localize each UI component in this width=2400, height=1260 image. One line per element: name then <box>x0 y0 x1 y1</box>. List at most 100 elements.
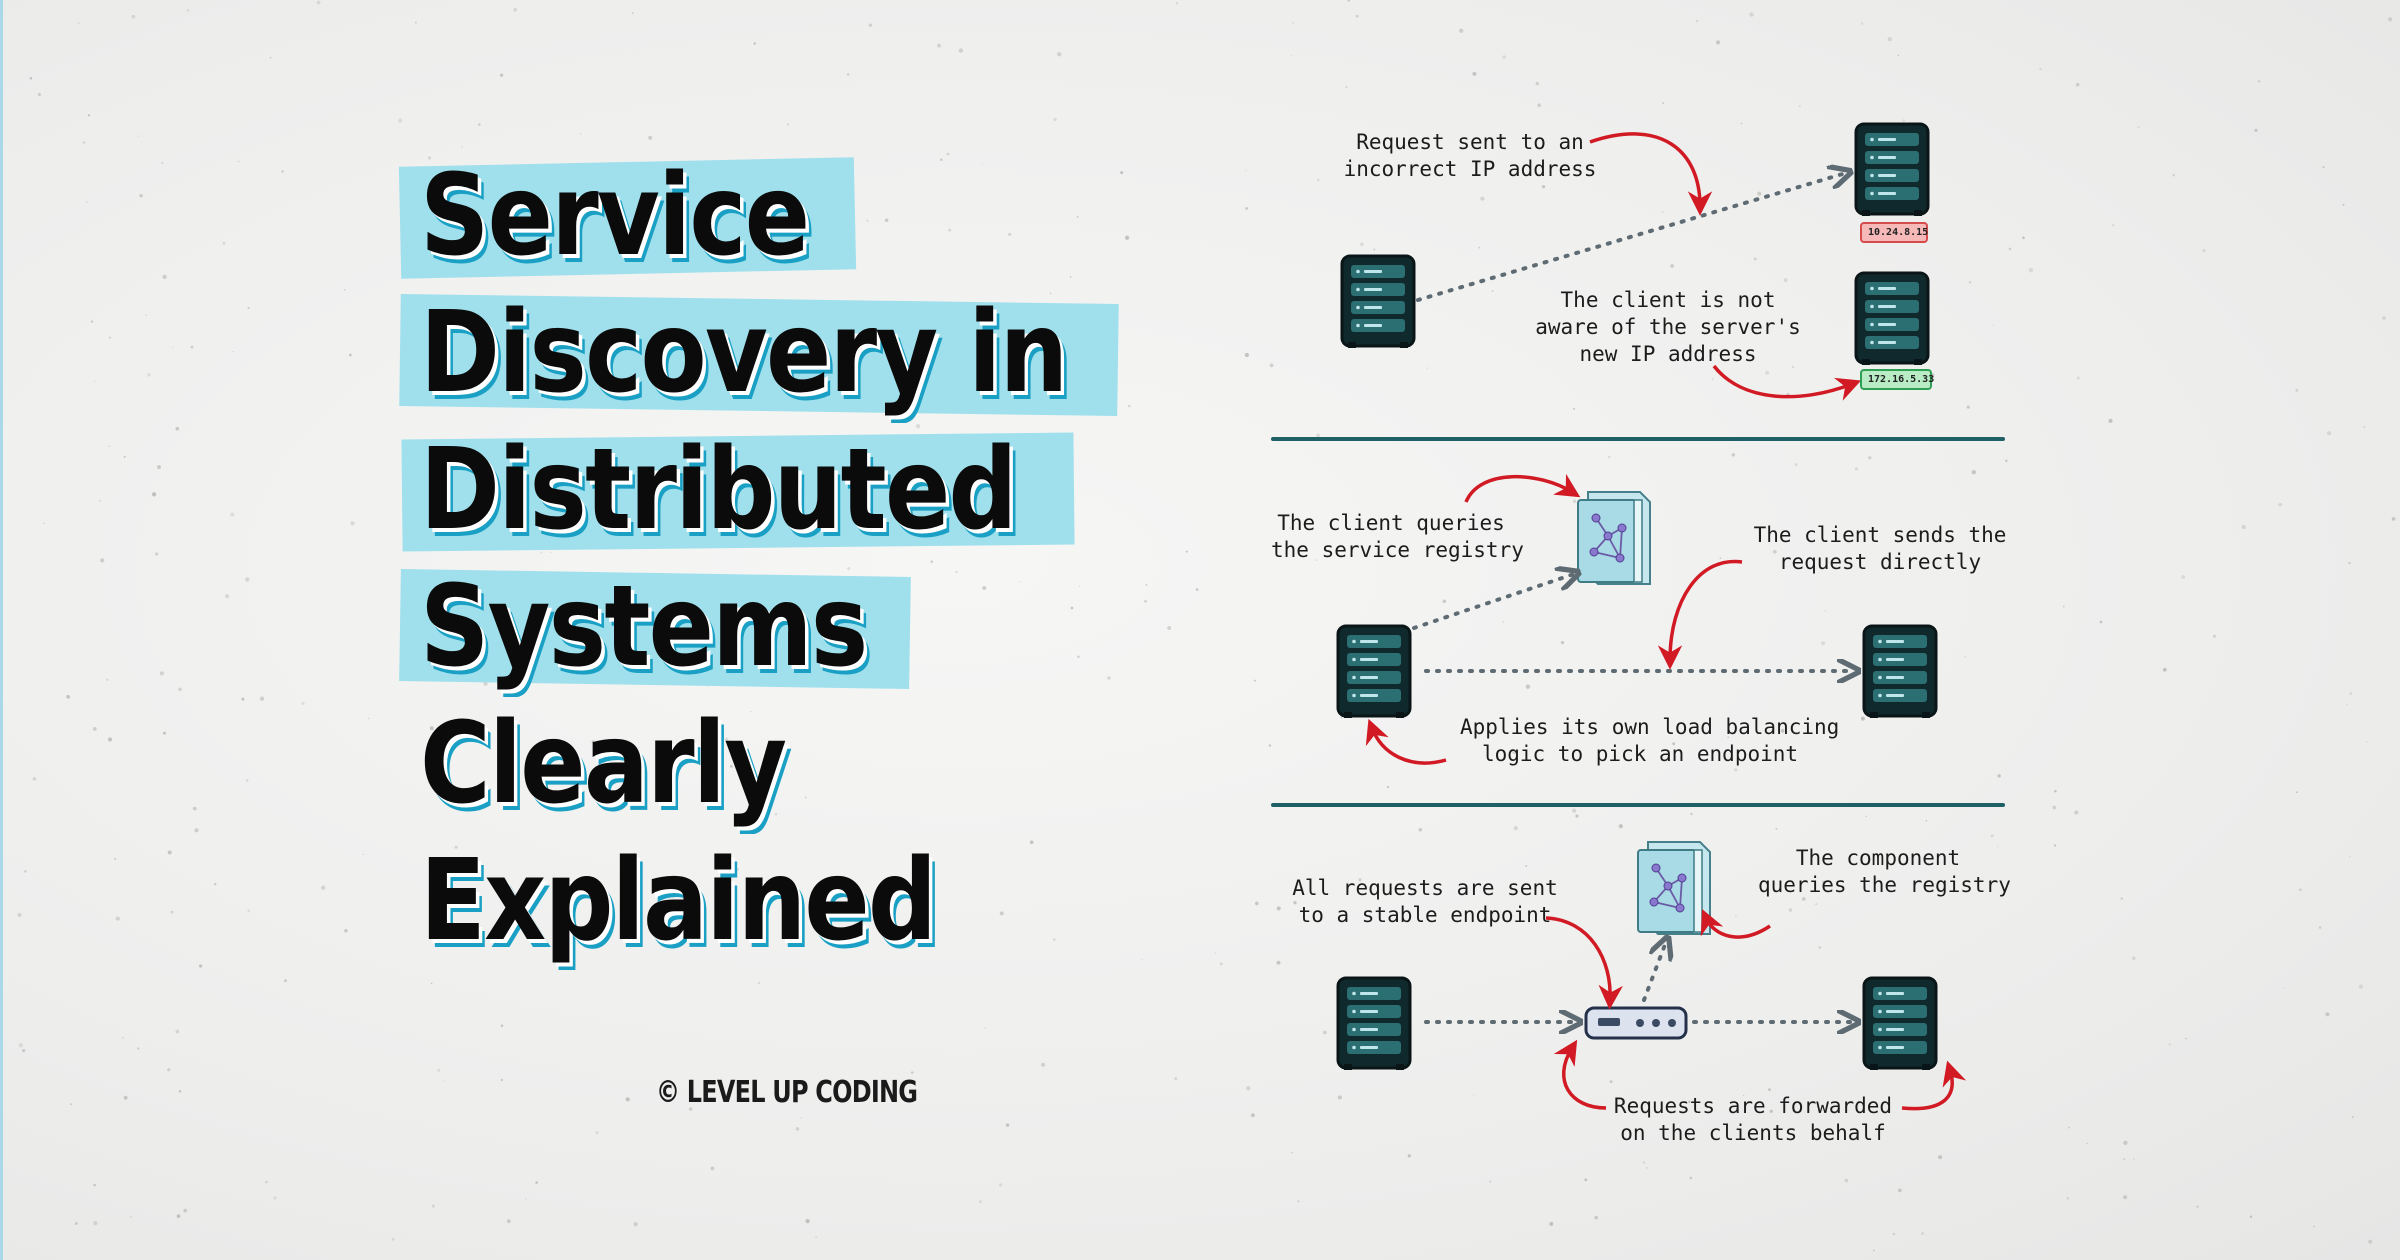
paper-speck <box>247 306 250 309</box>
paper-speck <box>1107 676 1111 680</box>
paper-speck <box>1887 37 1892 42</box>
paper-speck <box>437 1068 441 1072</box>
red-arrow <box>1365 718 1447 765</box>
paper-speck <box>2108 418 2113 423</box>
paper-speck <box>1316 433 1320 438</box>
paper-speck <box>167 1068 171 1072</box>
paper-speck <box>321 885 326 890</box>
paper-speck <box>1293 901 1297 905</box>
paper-speck <box>344 929 348 933</box>
paper-speck <box>21 1048 26 1053</box>
paper-speck <box>1078 585 1081 587</box>
paper-speck <box>145 314 147 316</box>
paper-speck <box>1513 825 1518 831</box>
paper-speck <box>1794 463 1798 467</box>
paper-speck <box>87 114 91 117</box>
paper-speck <box>107 737 113 742</box>
paper-speck <box>108 445 111 447</box>
paper-speck <box>1822 880 1826 885</box>
client-server-icon <box>1336 976 1412 1072</box>
paper-speck <box>108 336 111 339</box>
paper-speck <box>724 737 729 741</box>
new-ip-badge: 172.16.5.33 <box>1860 369 1934 390</box>
paper-speck <box>1144 599 1147 603</box>
paper-speck <box>199 964 203 968</box>
paper-speck <box>1646 1167 1648 1169</box>
paper-speck <box>106 678 109 681</box>
paper-speck <box>230 512 235 517</box>
paper-speck <box>710 1166 715 1171</box>
paper-speck <box>93 380 96 382</box>
paper-speck <box>1786 392 1790 396</box>
paper-speck <box>1528 159 1531 161</box>
paper-speck <box>1560 640 1565 645</box>
paper-speck <box>948 228 951 232</box>
paper-speck <box>114 857 117 860</box>
paper-speck <box>750 710 752 713</box>
paper-speck <box>1964 656 1967 658</box>
paper-speck <box>344 289 346 291</box>
paper-speck <box>2039 67 2042 71</box>
paper-speck <box>1997 774 2001 778</box>
old-server-icon <box>1854 122 1930 218</box>
paper-speck <box>2099 620 2103 624</box>
paper-speck <box>2351 1116 2354 1119</box>
paper-speck <box>786 123 789 126</box>
paper-speck <box>175 426 180 431</box>
client-server-icon <box>1340 254 1416 350</box>
paper-speck <box>795 1127 800 1131</box>
paper-speck <box>1594 1215 1598 1220</box>
paper-speck <box>98 499 101 502</box>
paper-speck <box>1821 641 1826 646</box>
paper-speck <box>1174 1077 1178 1080</box>
paper-speck <box>1572 499 1577 503</box>
paper-speck <box>1347 0 1351 2</box>
paper-speck <box>1480 196 1485 201</box>
paper-speck <box>1053 117 1057 122</box>
paper-speck <box>349 353 352 357</box>
paper-speck <box>1070 606 1074 610</box>
paper-speck <box>804 796 807 799</box>
paper-speck <box>1525 684 1531 689</box>
paper-speck <box>269 56 272 59</box>
paper-speck <box>1802 897 1806 901</box>
paper-speck <box>1925 819 1928 822</box>
paper-speck <box>1662 210 1664 213</box>
paper-speck <box>247 909 250 912</box>
paper-speck <box>161 161 164 165</box>
paper-speck <box>1472 71 1477 76</box>
paper-speck <box>92 727 97 731</box>
paper-speck <box>1245 206 1249 210</box>
paper-speck <box>246 779 249 782</box>
paper-speck <box>1719 557 1722 560</box>
paper-speck <box>1459 28 1464 33</box>
paper-speck <box>1297 1200 1300 1203</box>
paper-speck <box>946 152 950 156</box>
title-text: Discovery in <box>420 288 1068 418</box>
paper-speck <box>2388 17 2393 22</box>
paper-speck <box>2196 1205 2199 1208</box>
paper-speck <box>2295 388 2299 392</box>
paper-speck <box>29 76 33 80</box>
red-arrow <box>1545 916 1623 1010</box>
paper-speck <box>429 726 434 731</box>
paper-speck <box>1076 215 1079 218</box>
paper-speck <box>1145 584 1148 586</box>
old-ip-badge: 10.24.8.15 <box>1860 222 1928 243</box>
paper-speck <box>884 218 889 223</box>
paper-speck <box>163 731 166 735</box>
paper-speck <box>500 1024 504 1027</box>
paper-speck <box>431 1204 435 1208</box>
paper-speck <box>1743 1094 1745 1097</box>
paper-speck <box>1715 40 1721 45</box>
paper-speck <box>1740 122 1743 125</box>
paper-speck <box>281 170 284 173</box>
copyright-credit: © LEVEL UP CODING <box>656 1075 918 1110</box>
paper-speck <box>1966 405 1970 409</box>
paper-speck <box>1997 845 1999 848</box>
paper-speck <box>799 932 802 935</box>
paper-speck <box>443 1080 446 1082</box>
red-arrow <box>1553 1039 1607 1110</box>
paper-speck <box>1077 655 1080 659</box>
